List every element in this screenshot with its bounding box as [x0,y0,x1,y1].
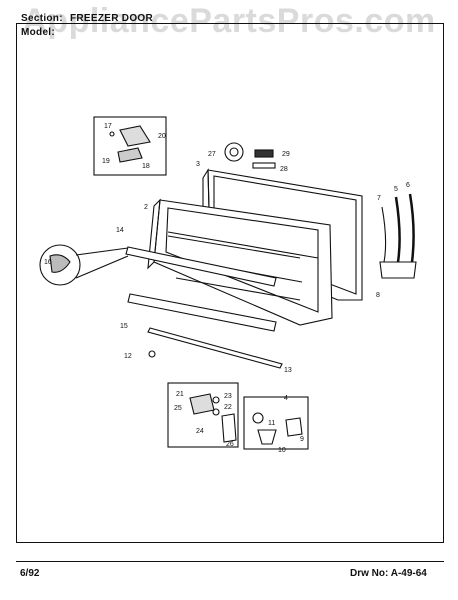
svg-text:19: 19 [102,158,110,165]
svg-text:23: 23 [224,393,232,400]
svg-text:12: 12 [124,353,132,360]
footer-drawing-number: Drw No: A-49-64 [350,568,427,579]
callout-labels: 2 3 4 5 6 7 8 9 10 11 12 13 14 15 16 17 … [44,123,410,454]
svg-text:2: 2 [144,204,148,211]
svg-text:27: 27 [208,151,216,158]
model-label: Model: [21,27,56,38]
svg-text:29: 29 [282,151,290,158]
footer-date: 6/92 [20,568,40,579]
svg-text:14: 14 [116,227,124,234]
screw-12 [148,350,156,358]
section-label: Section: [21,13,63,24]
svg-text:7: 7 [377,195,381,202]
part-29 [254,149,274,158]
svg-text:8: 8 [376,292,380,299]
detail-16 [39,244,129,286]
strap-5 [394,196,401,263]
svg-text:25: 25 [174,405,182,412]
door-liner [147,198,333,326]
svg-text:6: 6 [406,182,410,189]
svg-text:26: 26 [226,441,234,448]
svg-text:15: 15 [120,323,128,330]
svg-text:17: 17 [104,123,112,130]
svg-text:4: 4 [284,395,288,402]
svg-text:20: 20 [158,133,166,140]
strap-6 [408,193,415,263]
svg-text:10: 10 [278,447,286,454]
footer-rule [16,561,444,562]
shelf-rail-14 [125,246,277,287]
diagram-frame [16,23,444,543]
lower-hinge-detail [167,382,239,448]
svg-text:16: 16 [44,259,52,266]
section-value: FREEZER DOOR [69,13,154,24]
svg-text:3: 3 [196,161,200,168]
part-28 [252,162,276,169]
model-header: Model: [21,27,59,38]
upper-hinge-detail [93,116,167,176]
strip-13 [147,327,283,369]
latch-detail [243,396,309,450]
svg-text:11: 11 [268,420,275,427]
bracket-8 [379,261,417,279]
svg-text:21: 21 [176,391,184,398]
part-27 [224,142,244,162]
shelf-rail-15 [127,293,277,332]
svg-text:5: 5 [394,186,398,193]
svg-text:18: 18 [142,163,150,170]
section-header: Section: FREEZER DOOR [21,13,153,24]
svg-text:13: 13 [284,367,292,374]
svg-text:9: 9 [300,436,304,443]
svg-text:28: 28 [280,166,288,173]
svg-text:24: 24 [196,428,204,435]
svg-text:22: 22 [224,404,232,411]
strap-7 [381,206,387,263]
